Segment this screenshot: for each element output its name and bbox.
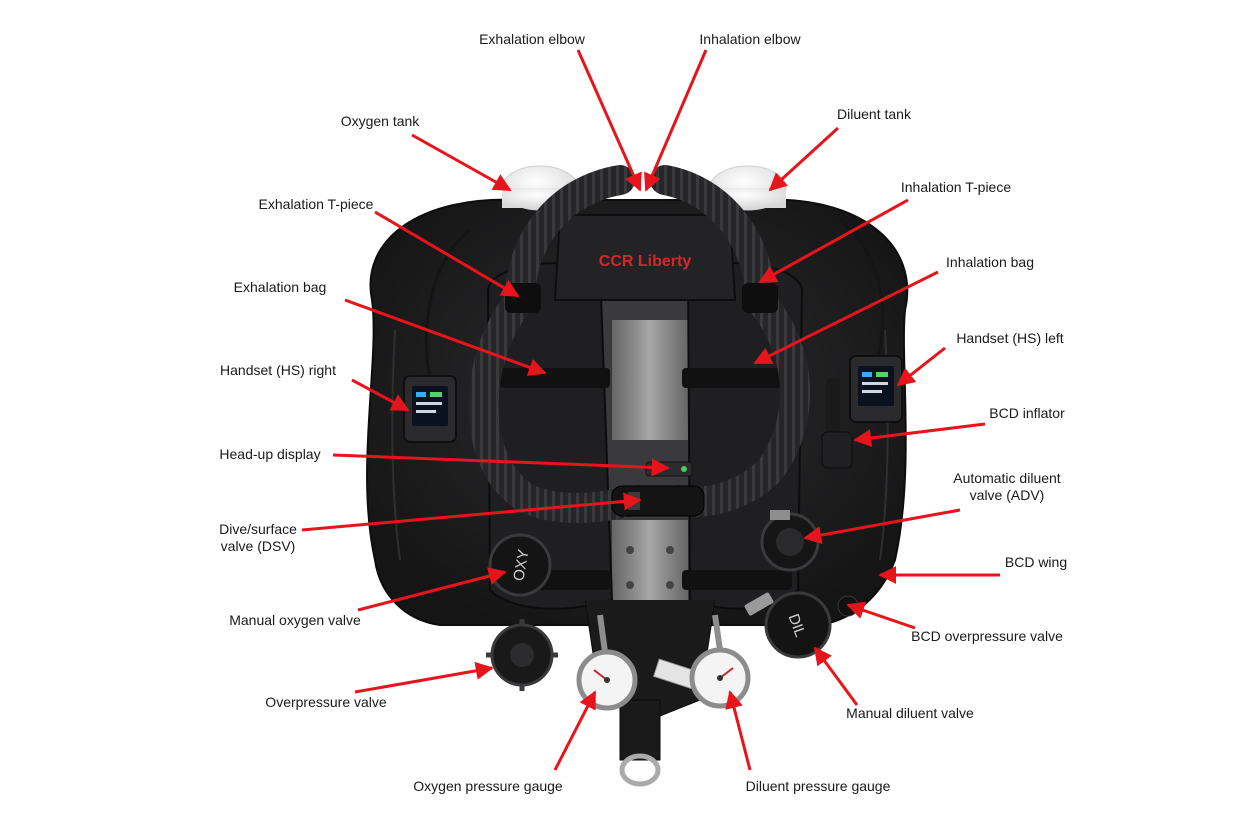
handset-left [839,218,903,423]
arrow-inhalation-elbow [644,49,708,192]
scrubber-head: CCR Liberty [553,214,737,301]
label-dsv: Dive/surface valve (DSV) [219,521,297,554]
arrow-overpressure-valve [354,661,494,694]
leader-arrows [301,49,1000,771]
arrow-diluent-tank [768,126,840,192]
brand-text: CCR Liberty [599,253,692,270]
overpressure-valve [486,619,558,691]
arrow-dsv [301,492,642,532]
label-adv: Automatic diluent valve (ADV) [953,470,1061,503]
label-diluent-tank: Diluent tank [837,106,911,122]
label-inhalation-bag: Inhalation bag [946,254,1034,270]
manual-oxygen-valve: OXY [488,533,552,597]
label-handset-left: Handset (HS) left [956,330,1064,346]
arrow-adv [803,508,961,544]
label-bcd-inflator: BCD inflator [989,405,1065,421]
arrow-manual-oxygen-valve [357,567,507,612]
label-bcd-overpressure-valve: BCD overpressure valve [911,628,1063,644]
dil-label: DIL [785,612,809,640]
arrow-exhalation-elbow [576,49,642,192]
arrow-oxygen-tank [411,133,512,192]
arrow-bcd-inflator [853,422,986,447]
label-handset-right: Handset (HS) right [220,362,336,378]
arrow-inhalation-tpiece [758,198,909,284]
label-diluent-pressure-gauge: Diluent pressure gauge [745,778,891,794]
label-manual-diluent-valve: Manual diluent valve [846,705,974,721]
label-oxygen-pressure-gauge: Oxygen pressure gauge [413,778,563,794]
handset-right [403,228,471,443]
arrow-inhalation-bag [753,270,939,365]
label-exhalation-tpiece: Exhalation T-piece [258,196,374,212]
arrow-handset-right [351,378,410,412]
label-head-up-display: Head-up display [219,446,321,462]
arrow-oxygen-pressure-gauge [553,690,597,771]
label-overpressure-valve: Overpressure valve [265,694,387,710]
bcd-inflator [821,378,853,469]
label-exhalation-elbow: Exhalation elbow [479,31,585,47]
arrow-head-up-display [332,453,670,477]
arrow-diluent-pressure-gauge [725,690,752,771]
label-bcd-wing: BCD wing [1004,554,1068,570]
label-inhalation-tpiece: Inhalation T-piece [900,179,1012,195]
manual-diluent-valve: DIL [744,591,832,659]
oxy-label: OXY [510,548,532,582]
arrow-exhalation-bag [344,298,547,376]
label-inhalation-elbow: Inhalation elbow [699,31,801,47]
arrow-handset-left [896,346,946,387]
arrow-exhalation-tpiece [374,210,520,298]
label-manual-oxygen-valve: Manual oxygen valve [229,612,361,628]
arrow-manual-diluent-valve [813,646,859,706]
label-exhalation-bag: Exhalation bag [233,279,327,295]
arrow-bcd-overpressure-valve [846,601,916,630]
exhalation-tpiece [505,283,541,313]
inhalation-hose [650,165,810,517]
inhalation-tpiece [742,283,778,313]
label-oxygen-tank: Oxygen tank [340,113,420,129]
